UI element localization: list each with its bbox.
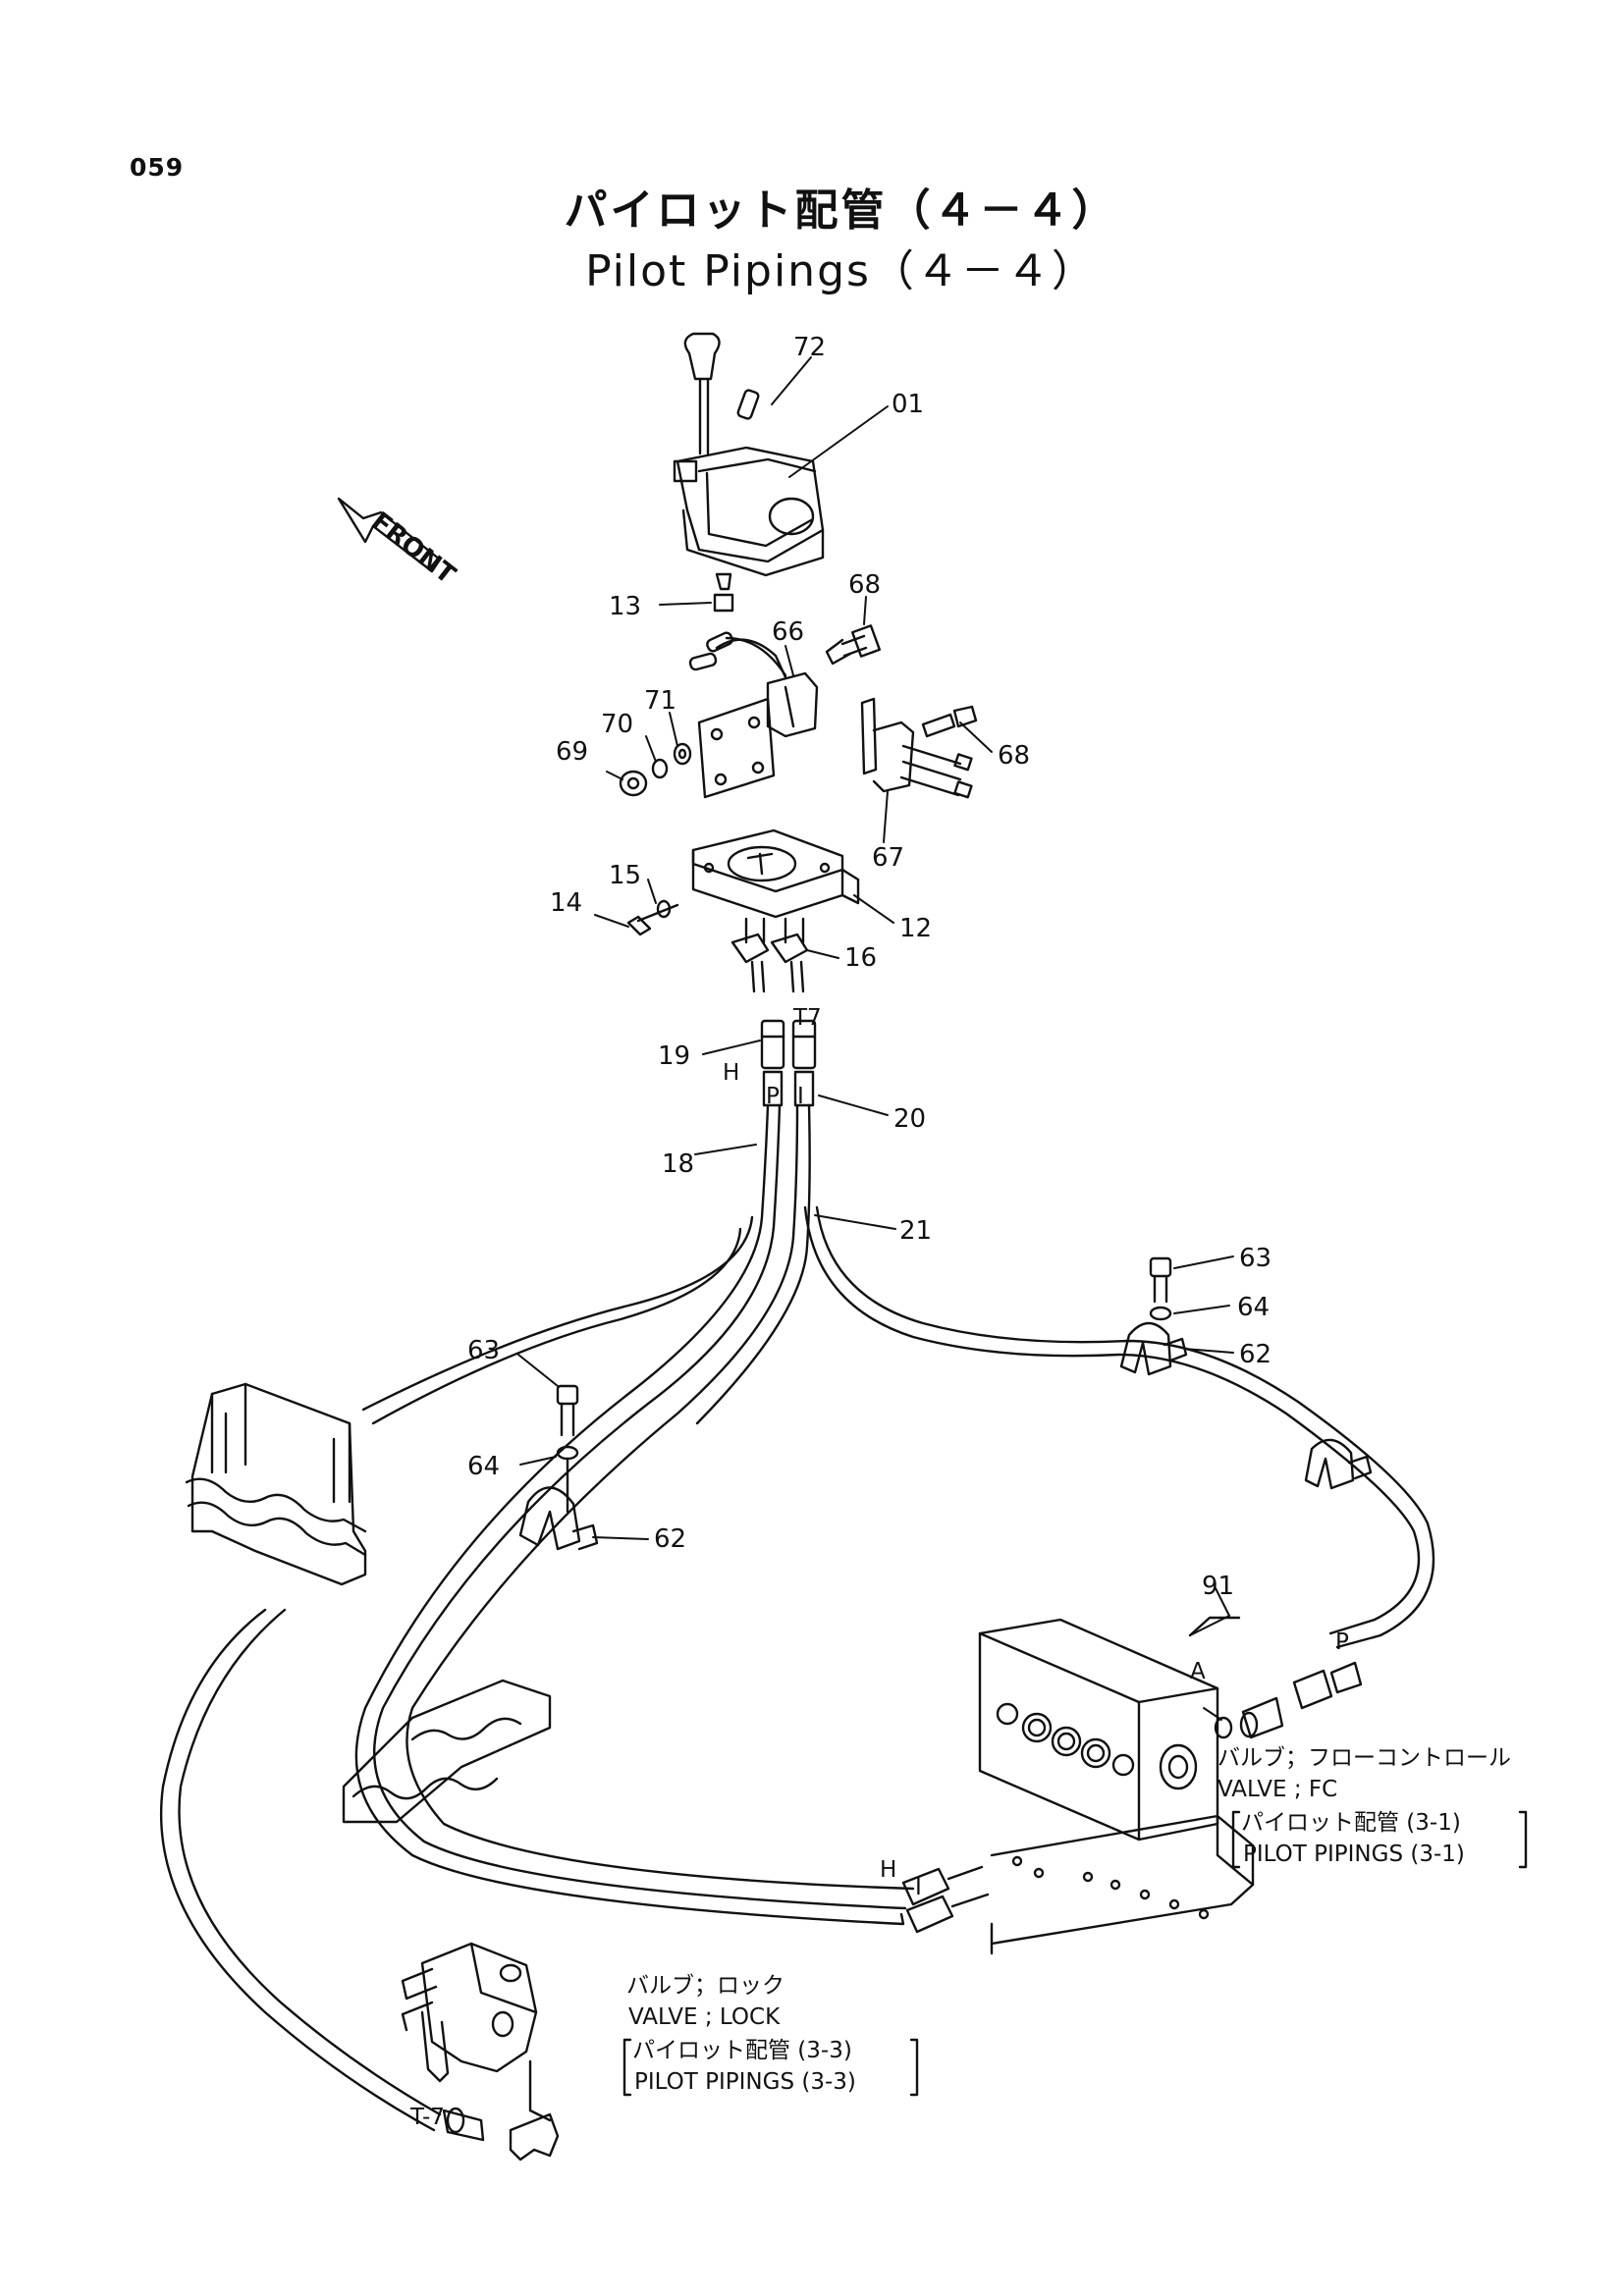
callout-15: 15 bbox=[609, 861, 641, 890]
callout-62-right: 62 bbox=[1239, 1340, 1271, 1369]
pilot-hoses bbox=[159, 1103, 1435, 2132]
callout-70: 70 bbox=[601, 710, 633, 739]
callout-01: 01 bbox=[892, 390, 924, 419]
callout-numbers: 72 01 13 68 66 71 70 69 68 67 15 14 12 1… bbox=[467, 333, 1271, 1601]
callout-21: 21 bbox=[899, 1216, 932, 1246]
lower-hose-fittings bbox=[901, 1865, 990, 1934]
port-labels: T7 H P I P A H I T-7 bbox=[409, 1005, 1349, 2130]
lever-bracket-left bbox=[185, 1382, 367, 1586]
port-label-p-right: P bbox=[1335, 1629, 1349, 1655]
port-label-a: A bbox=[1190, 1659, 1206, 1684]
callout-14: 14 bbox=[550, 888, 582, 918]
callout-66: 66 bbox=[772, 617, 804, 647]
lock-valve bbox=[401, 1942, 560, 2162]
leader-lines bbox=[517, 356, 1234, 1721]
valve-notes: バルブ；フローコントロール VALVE ; FC パイロット配管 (3-1) P… bbox=[626, 1745, 1511, 2095]
note-fc-ref-en: PILOT PIPINGS (3-1) bbox=[1243, 1842, 1465, 1867]
port-label-i-lower: I bbox=[915, 1875, 922, 1900]
callout-18: 18 bbox=[662, 1149, 694, 1179]
title-japanese: パイロット配管（４－４） bbox=[564, 186, 1118, 236]
port-label-p-left: P bbox=[766, 1084, 780, 1109]
port-label-t7: T7 bbox=[792, 1005, 822, 1031]
note-lock-ja: バルブ；ロック bbox=[626, 1973, 784, 1999]
clamps-62 bbox=[518, 1321, 1373, 1551]
front-arrow-icon: FRONT bbox=[337, 497, 460, 590]
note-fc-en: VALVE ; FC bbox=[1217, 1777, 1337, 1802]
callout-13: 13 bbox=[609, 592, 641, 621]
callout-64-left: 64 bbox=[467, 1452, 500, 1481]
callout-68-lower: 68 bbox=[998, 741, 1030, 771]
fittings-91 bbox=[1188, 1616, 1363, 1739]
fittings-16 bbox=[730, 917, 809, 993]
switch-assembly-67 bbox=[860, 697, 978, 799]
bolts-63-washers-64 bbox=[556, 1256, 1172, 1514]
page-number: 059 bbox=[130, 153, 185, 182]
callout-91: 91 bbox=[1202, 1572, 1234, 1601]
nut-washers bbox=[619, 742, 692, 797]
port-label-h: H bbox=[723, 1060, 739, 1086]
front-label: FRONT bbox=[365, 507, 460, 590]
hose-end-fittings bbox=[760, 1019, 817, 1107]
bracket-plate-left bbox=[697, 697, 776, 799]
mounting-rail bbox=[990, 1814, 1255, 1955]
callout-12: 12 bbox=[899, 914, 932, 943]
note-fc-ja: バルブ；フローコントロール bbox=[1217, 1745, 1511, 1771]
port-label-i: I bbox=[797, 1084, 804, 1109]
callout-62-left: 62 bbox=[654, 1524, 686, 1554]
note-fc-ref-ja: パイロット配管 (3-1) bbox=[1241, 1810, 1461, 1836]
port-label-h-lower: H bbox=[880, 1857, 896, 1883]
title-english: Pilot Pipings（４－４） bbox=[585, 246, 1097, 296]
callout-16: 16 bbox=[844, 943, 877, 973]
callout-63-left: 63 bbox=[467, 1336, 500, 1365]
callout-20: 20 bbox=[893, 1104, 926, 1134]
callout-67: 67 bbox=[872, 843, 904, 873]
bolt-14-washer-15 bbox=[626, 899, 679, 936]
switch-assembly-66 bbox=[688, 631, 819, 738]
note-lock-ref-ja: パイロット配管 (3-3) bbox=[632, 2038, 852, 2063]
note-lock-en: VALVE ; LOCK bbox=[628, 2004, 781, 2030]
callout-19: 19 bbox=[658, 1041, 690, 1071]
callout-71: 71 bbox=[644, 686, 676, 716]
callout-69: 69 bbox=[556, 737, 588, 767]
reference-brackets bbox=[622, 1810, 1528, 2097]
bolt-68-upper bbox=[825, 624, 882, 666]
callout-68-upper: 68 bbox=[848, 570, 881, 600]
callout-63-right: 63 bbox=[1239, 1244, 1271, 1273]
step-plate-lower bbox=[342, 1679, 552, 1824]
callout-72: 72 bbox=[793, 333, 826, 362]
callout-64-right: 64 bbox=[1237, 1293, 1270, 1322]
flow-control-valve-block bbox=[978, 1618, 1219, 1842]
note-lock-ref-en: PILOT PIPINGS (3-3) bbox=[634, 2069, 856, 2095]
port-label-t7-lower: T-7 bbox=[409, 2105, 445, 2130]
mounting-bracket-12 bbox=[691, 828, 860, 919]
pilot-valve-assembly bbox=[673, 332, 825, 613]
